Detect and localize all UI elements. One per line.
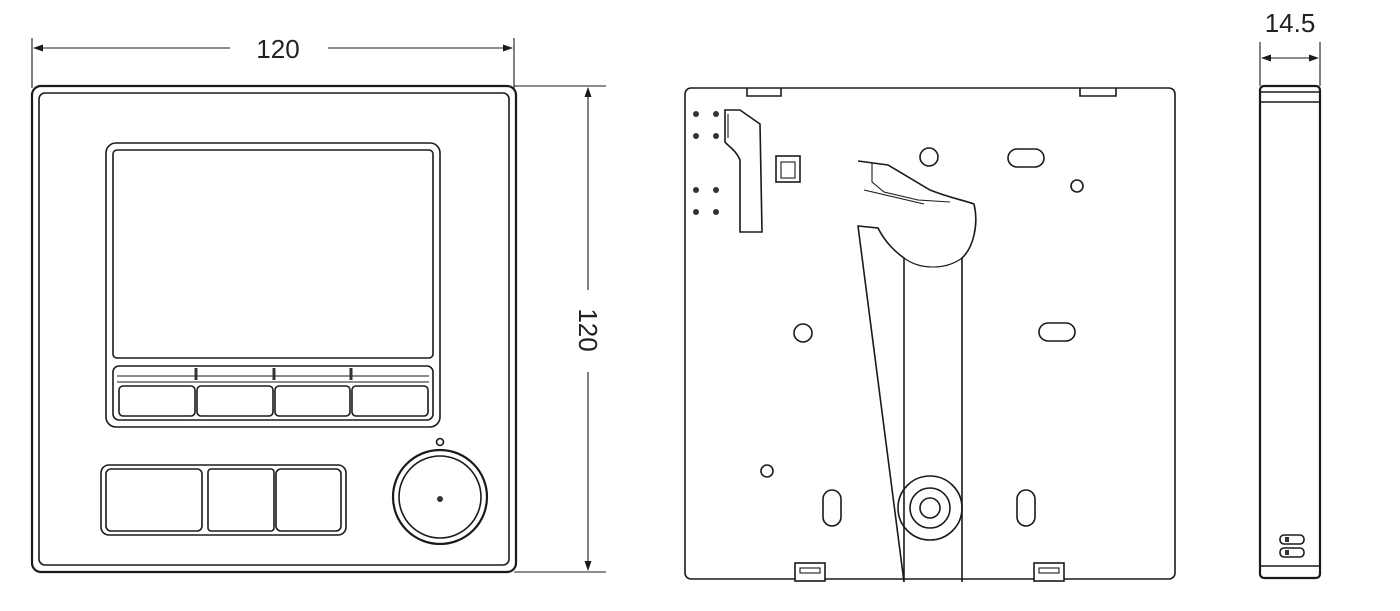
rear-view [684, 87, 1176, 583]
bottom-clips [794, 562, 1065, 582]
button-left[interactable] [105, 468, 203, 532]
button-middle[interactable] [207, 468, 275, 532]
connector-clip [724, 109, 763, 233]
softkey-1[interactable] [118, 385, 196, 417]
depth-dimension: 14.5 [1259, 8, 1321, 86]
depth-dimension-label: 14.5 [1265, 8, 1316, 38]
rotary-knob[interactable] [391, 437, 489, 546]
mounting-holes [760, 147, 1084, 527]
side-view: 14.5 [1258, 8, 1322, 580]
display-bezel [105, 142, 441, 428]
side-housing [1258, 84, 1322, 580]
softkey-4[interactable] [351, 385, 429, 417]
softkey-2[interactable] [196, 385, 274, 417]
rear-dots [693, 111, 719, 215]
button-right[interactable] [275, 468, 342, 532]
front-housing-outer [30, 84, 518, 574]
front-view: 120 120 [30, 34, 606, 574]
square-opening [775, 155, 801, 183]
softkey-3[interactable] [274, 385, 351, 417]
width-dimension-label: 120 [256, 34, 299, 64]
width-dimension: 120 [31, 34, 515, 88]
front-housing-inner [38, 92, 510, 566]
height-dimension-label: 120 [573, 308, 603, 351]
side-latch [1279, 534, 1305, 558]
rear-plate [684, 87, 1176, 580]
softkey-row [112, 365, 434, 421]
bracket-screw-ring [897, 475, 963, 541]
button-group [100, 464, 347, 536]
mounting-bracket [857, 160, 977, 583]
height-dimension: 120 [514, 85, 606, 573]
display-screen [112, 149, 434, 359]
